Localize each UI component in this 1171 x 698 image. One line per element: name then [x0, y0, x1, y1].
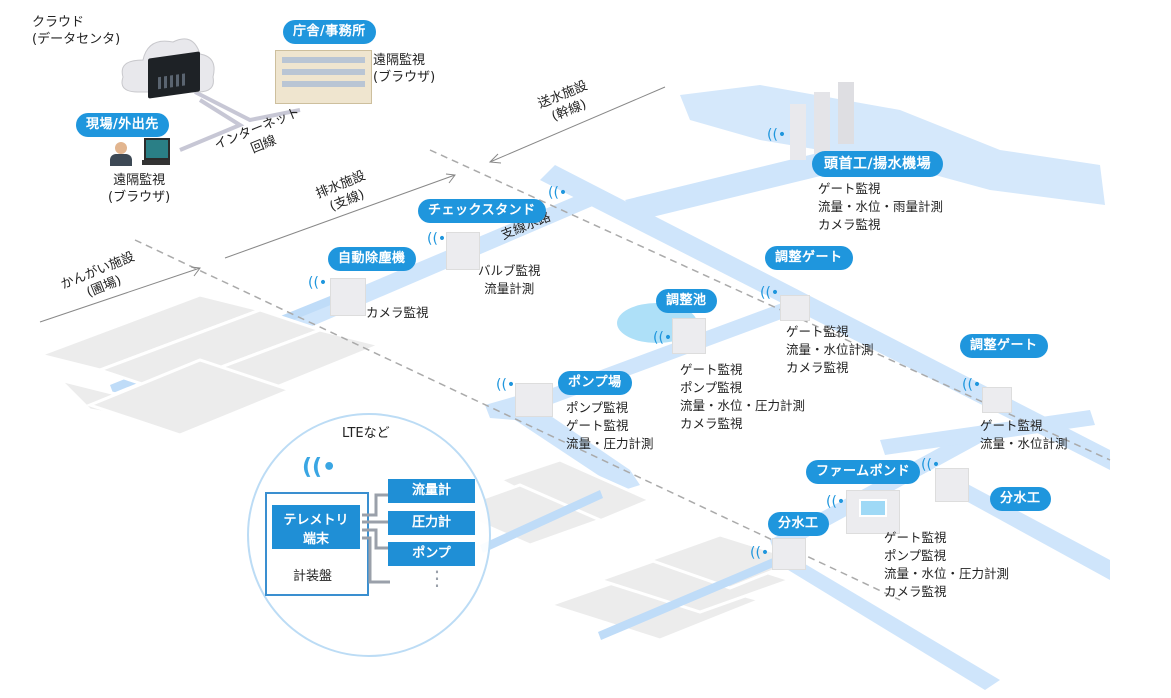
wifi-icon: ((• — [760, 285, 780, 301]
wifi-icon: ((• — [496, 377, 516, 393]
facility-features-auto-screen: カメラ監視 — [366, 305, 429, 320]
cloud-label: クラウド(データセンタ) — [32, 15, 121, 47]
zone-arrows — [39, 86, 666, 323]
facility-tag-gate-1: 調整ゲート — [765, 246, 853, 270]
facility-features-headworks: ゲート監視流量・水位・雨量計測カメラ監視 — [818, 181, 944, 232]
gate-1-icon — [780, 295, 810, 321]
facility-tag-check-stand: チェックスタンド — [418, 199, 546, 223]
office-building-icon — [275, 50, 372, 104]
field-caption: 遠隔監視(ブラウザ) — [108, 173, 171, 205]
facility-features-gate-1: ゲート監視流量・水位計測カメラ監視 — [786, 324, 874, 375]
facility-tag-farm-pond: ファームポンド — [806, 460, 921, 484]
wifi-icon: ((• — [962, 377, 982, 393]
field-channel-2 — [480, 490, 603, 553]
zone-boundary-1 — [429, 149, 1111, 461]
river — [680, 85, 1105, 205]
pump-station-icon — [515, 383, 553, 417]
facility-tag-gate-2: 調整ゲート — [960, 334, 1048, 358]
facility-tag-diversion-1: 分水工 — [768, 512, 829, 536]
zone-boundary-2 — [134, 239, 901, 601]
facility-features-pond: ゲート監視ポンプ監視流量・水位・圧力計測カメラ監視 — [680, 362, 806, 431]
telemetry-terminal: テレメトリ端末 — [272, 505, 360, 549]
field-plots-2 — [445, 458, 654, 547]
facility-features-check-stand: バルブ監視流量計測 — [478, 263, 541, 296]
facility-tag-headworks: 頭首工/揚水機場 — [812, 151, 944, 177]
field-tag: 現場/外出先 — [76, 113, 169, 137]
wifi-icon: ((• — [750, 545, 770, 561]
main-canal-upper — [625, 150, 845, 220]
field-channel-3 — [598, 555, 783, 640]
device-pump: ポンプ — [388, 542, 475, 566]
wifi-icon: ((• — [921, 457, 941, 473]
auto-screen-icon — [330, 278, 366, 316]
office-tag: 庁舎/事務所 — [283, 20, 376, 44]
field-plots-1 — [34, 293, 385, 437]
gate-2-icon — [982, 387, 1012, 413]
panel-label: 計装盤 — [293, 569, 333, 584]
diversion-2-icon — [935, 468, 969, 502]
wifi-icon: ((• — [427, 231, 447, 247]
wifi-icon: ((• — [653, 330, 673, 346]
inset-network-label: LTEなど — [342, 426, 390, 441]
connector-lines — [362, 490, 390, 594]
facility-features-gate-2: ゲート監視流量・水位計測 — [980, 418, 1068, 451]
canal-lower-2 — [880, 410, 1095, 455]
server-icon — [148, 51, 200, 99]
facility-features-pump-station: ポンプ監視ゲート監視流量・圧力計測 — [566, 400, 654, 451]
wifi-icon: ((• — [826, 494, 846, 510]
headworks-icon — [790, 82, 860, 162]
person-icon — [110, 142, 132, 168]
wifi-icon: ((• — [308, 275, 328, 291]
office-caption: 遠隔監視(ブラウザ) — [373, 53, 436, 85]
facility-tag-auto-screen: 自動除塵機 — [328, 247, 416, 271]
facility-tag-pump-station: ポンプ場 — [558, 371, 632, 395]
lte-signal-icon: ((• — [302, 455, 337, 480]
internet-lines — [179, 90, 301, 152]
canal-lower-3 — [780, 555, 1000, 690]
device-pressure-gauge: 圧力計 — [388, 511, 475, 535]
more-devices-ellipsis: ⋮ — [427, 566, 447, 590]
wifi-icon: ((• — [767, 127, 787, 143]
main-canal — [540, 165, 1110, 470]
facility-tag-pond: 調整池 — [656, 289, 717, 313]
facility-tag-diversion-2: 分水工 — [990, 487, 1051, 511]
device-flowmeter: 流量計 — [388, 479, 475, 503]
wifi-icon: ((• — [548, 185, 568, 201]
diversion-1-icon — [772, 538, 806, 570]
laptop-icon — [142, 138, 170, 168]
farm-pond-icon — [846, 490, 900, 534]
pond-facility-icon — [672, 318, 706, 354]
check-stand-icon — [446, 232, 480, 270]
facility-features-farm-pond: ゲート監視ポンプ監視流量・水位・圧力計測カメラ監視 — [884, 530, 1010, 599]
